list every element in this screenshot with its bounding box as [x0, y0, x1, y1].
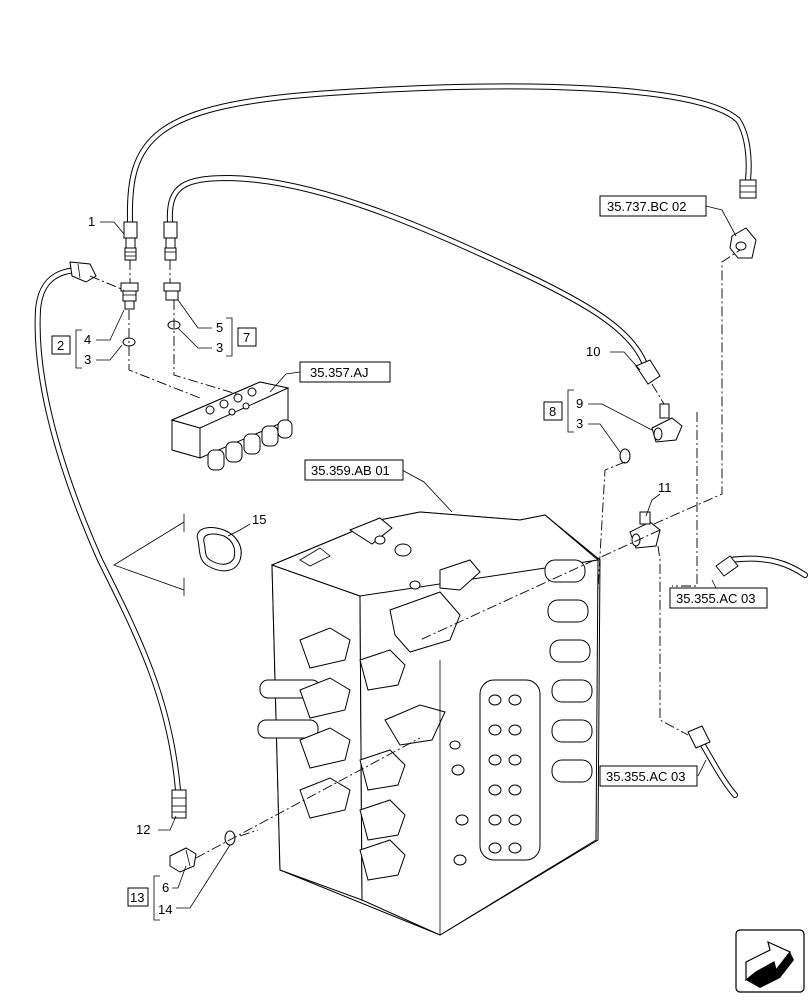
solenoid-valve-block: [170, 381, 293, 471]
tee-fitting-11: [629, 511, 661, 549]
top-hose-end-fitting: [739, 179, 757, 199]
leader-ref-35355-lower: [697, 759, 707, 777]
connection-lines: [89, 249, 741, 859]
hose-end-lower-right: [687, 725, 738, 798]
main-control-valve: [257, 511, 601, 936]
ref-box-35-359-ab-01: 35.359.AB 01: [304, 459, 404, 481]
ref-box-35-355-ac-03-lower: 35.355.AC 03: [599, 765, 698, 787]
svg-text:35.355.AC 03: 35.355.AC 03: [606, 769, 686, 784]
leader-15: [227, 523, 251, 537]
svg-text:35.355.AC 03: 35.355.AC 03: [676, 591, 756, 606]
leader-ref-35359: [401, 469, 453, 513]
callout-14: 14: [158, 902, 172, 917]
left-hose-elbow-fitting: [69, 261, 97, 283]
hose-middle: [166, 175, 647, 365]
orientation-arrow-icon: [735, 929, 805, 993]
callout-4: 4: [84, 332, 91, 347]
gasket-15: [196, 527, 242, 572]
ref-box-35-737-bc-02: 35.737.BC 02: [599, 195, 707, 217]
svg-text:35.359.AB 01: 35.359.AB 01: [311, 463, 390, 478]
leader-ref-35737: [705, 205, 737, 237]
hose-left: [34, 267, 181, 793]
callout-3-right: 3: [576, 416, 583, 431]
callout-10: 10: [586, 344, 600, 359]
svg-text:35.737.BC 02: 35.737.BC 02: [607, 199, 687, 214]
leader-ref-35355-upper: [711, 579, 717, 589]
leader-12: [158, 815, 177, 831]
callout-3-left: 3: [84, 352, 91, 367]
bracket-group-13: [153, 844, 231, 921]
leader-10: [610, 351, 641, 371]
elbow-35-737: [729, 227, 757, 259]
callout-8: 8: [549, 404, 556, 419]
callout-8-box: [543, 401, 563, 421]
adapter-4: [120, 282, 139, 310]
bracket-group-7: [177, 299, 233, 357]
leader-ref-35357: [269, 371, 301, 393]
o-ring-3-right: [619, 448, 631, 464]
bracket-group-8: [567, 389, 653, 453]
callout-2-box: [51, 335, 71, 355]
callout-12: 12: [136, 822, 150, 837]
callout-13-box: [127, 887, 149, 907]
hose-fitting-1: [123, 221, 138, 261]
hose-fitting-5: [163, 221, 178, 261]
callout-2: 2: [57, 338, 64, 353]
callout-13: 13: [130, 890, 144, 905]
leader-gasket-arrows: [113, 521, 185, 591]
callout-3-mid: 3: [216, 340, 223, 355]
solenoid-coils: [207, 419, 293, 471]
callout-11: 11: [658, 480, 672, 495]
elbow-fitting-6: [169, 847, 197, 873]
tee-fitting-9: [651, 403, 683, 443]
callout-1: 1: [88, 214, 95, 229]
ref-box-35-355-ac-03-upper: 35.355.AC 03: [669, 587, 768, 609]
ref-box-35-357-aj: 35.357.AJ: [299, 361, 391, 383]
hose-fitting-12: [171, 789, 187, 819]
callout-15: 15: [252, 512, 266, 527]
leader-1: [100, 221, 125, 235]
hose-end-upper-right: [715, 555, 808, 578]
callout-7-box: [237, 327, 257, 347]
callout-7: 7: [243, 330, 250, 345]
bracket-group-2: [75, 309, 125, 369]
leader-11: [645, 493, 661, 517]
hose-fitting-10: [635, 359, 661, 385]
svg-text:35.357.AJ: 35.357.AJ: [310, 365, 369, 380]
hose-long-top: [126, 83, 752, 225]
adapter-5: [163, 282, 181, 301]
callout-5: 5: [216, 320, 223, 335]
callout-6: 6: [162, 880, 169, 895]
callout-9: 9: [576, 396, 583, 411]
